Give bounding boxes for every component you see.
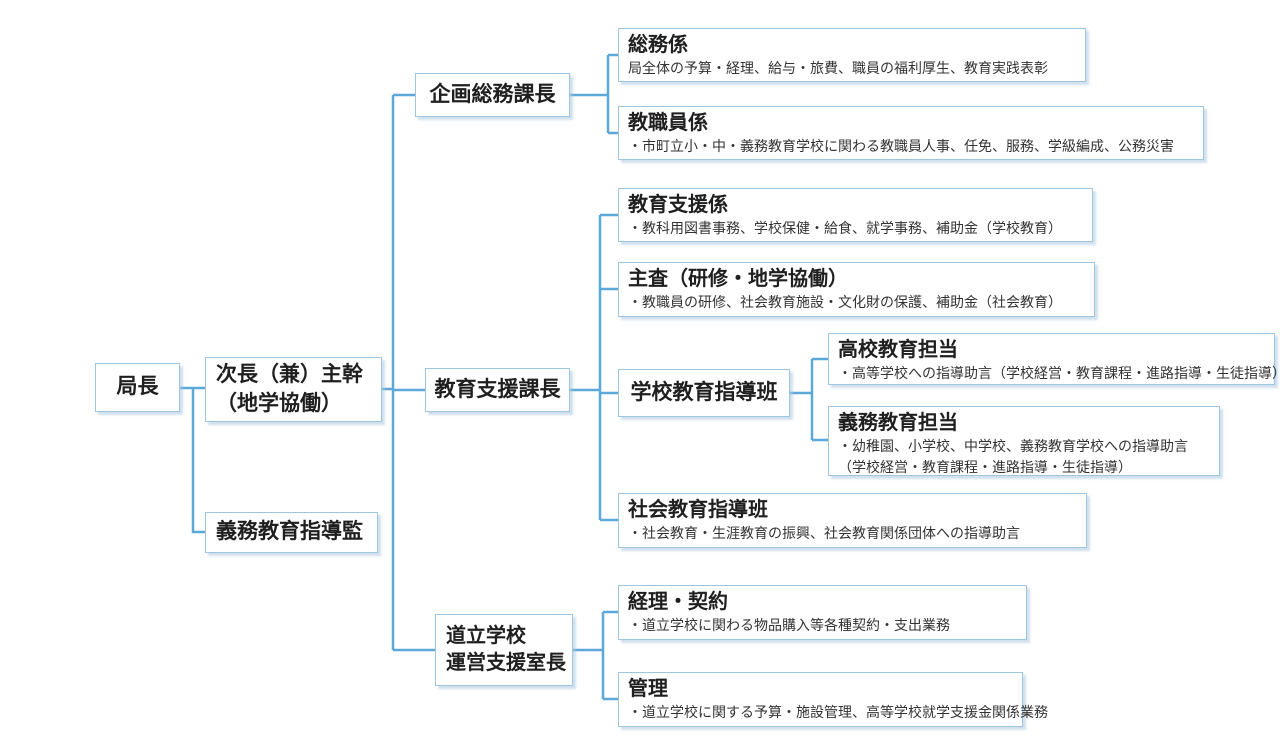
node-planning-general-affairs-section-chief-label: 企画総務課長 xyxy=(429,82,556,106)
node-high-school-education-unit-title: 高校教育担当 xyxy=(838,339,958,361)
node-general-affairs-unit-title: 総務係 xyxy=(628,34,688,56)
node-planning-general-affairs-section-chief: 企画総務課長 xyxy=(415,73,570,117)
node-education-support-unit: 教育支援係 ・教科用図書事務、学校保健・給食、就学事務、補助金（学校教育） xyxy=(618,188,1093,242)
node-bureau-chief: 局長 xyxy=(95,363,180,412)
node-administration-unit: 管理 ・道立学校に関する予算・施設管理、高等学校就学支援金関係業務 xyxy=(618,672,1048,727)
node-compulsory-education-supervisor: 義務教育指導監 xyxy=(205,512,378,553)
node-administration-unit-title: 管理 xyxy=(628,678,668,700)
node-teaching-staff-unit: 教職員係 ・市町立小・中・義務教育学校に関わる教職員人事、任免、服務、学級編成、… xyxy=(618,106,1204,160)
node-high-school-education-unit: 高校教育担当 ・高等学校への指導助言（学校経営・教育課程・進路指導・生徒指導） xyxy=(828,333,1280,385)
node-teaching-staff-unit-desc: ・市町立小・中・義務教育学校に関わる教職員人事、任免、服務、学級編成、公務災害 xyxy=(628,138,1174,154)
node-prefectural-school-support-office-chief: 道立学校 運営支援室長 xyxy=(435,614,573,686)
node-social-education-guidance-group-desc: ・社会教育・生涯教育の振興、社会教育関係団体への指導助言 xyxy=(628,525,1020,541)
node-accounting-contracts-unit-desc: ・道立学校に関わる物品購入等各種契約・支出業務 xyxy=(628,617,950,633)
node-prefectural-school-support-office-chief-label: 道立学校 運営支援室長 xyxy=(446,625,566,674)
node-high-school-education-unit-desc: ・高等学校への指導助言（学校経営・教育課程・進路指導・生徒指導） xyxy=(838,365,1280,381)
node-compulsory-education-unit-title: 義務教育担当 xyxy=(838,412,958,434)
node-education-support-unit-desc: ・教科用図書事務、学校保健・給食、就学事務、補助金（学校教育） xyxy=(628,220,1062,236)
node-education-support-unit-title: 教育支援係 xyxy=(628,194,728,216)
node-deputy-chief: 次長（兼）主幹 （地学協働） xyxy=(205,357,382,422)
node-education-support-section-chief-label: 教育支援課長 xyxy=(434,377,561,401)
node-compulsory-education-unit-desc: ・幼稚園、小学校、中学校、義務教育学校への指導助言 （学校経営・教育課程・進路指… xyxy=(838,438,1188,475)
node-administration-unit-desc: ・道立学校に関する予算・施設管理、高等学校就学支援金関係業務 xyxy=(628,704,1048,720)
node-teaching-staff-unit-title: 教職員係 xyxy=(628,112,708,134)
node-school-education-guidance-group-label: 学校教育指導班 xyxy=(630,380,778,404)
node-accounting-contracts-unit: 経理・契約 ・道立学校に関わる物品購入等各種契約・支出業務 xyxy=(618,585,1027,640)
node-chief-examiner-title: 主査（研修・地学協働） xyxy=(628,268,848,290)
node-school-education-guidance-group: 学校教育指導班 xyxy=(618,369,790,417)
node-bureau-chief-label: 局長 xyxy=(116,375,159,399)
node-general-affairs-unit: 総務係 局全体の予算・経理、給与・旅費、職員の福利厚生、教育実践表彰 xyxy=(618,28,1086,82)
node-general-affairs-unit-desc: 局全体の予算・経理、給与・旅費、職員の福利厚生、教育実践表彰 xyxy=(628,60,1048,76)
node-chief-examiner-desc: ・教職員の研修、社会教育施設・文化財の保護、補助金（社会教育） xyxy=(628,294,1062,310)
node-compulsory-education-unit: 義務教育担当 ・幼稚園、小学校、中学校、義務教育学校への指導助言 （学校経営・教… xyxy=(828,406,1220,476)
node-chief-examiner-training-collaboration: 主査（研修・地学協働） ・教職員の研修、社会教育施設・文化財の保護、補助金（社会… xyxy=(618,262,1095,317)
node-compulsory-education-supervisor-label: 義務教育指導監 xyxy=(216,520,363,544)
node-social-education-guidance-group: 社会教育指導班 ・社会教育・生涯教育の振興、社会教育関係団体への指導助言 xyxy=(618,493,1087,548)
node-accounting-contracts-unit-title: 経理・契約 xyxy=(628,591,728,613)
node-education-support-section-chief: 教育支援課長 xyxy=(425,368,570,412)
node-deputy-chief-label: 次長（兼）主幹 （地学協働） xyxy=(216,363,363,415)
node-social-education-guidance-group-title: 社会教育指導班 xyxy=(628,499,768,521)
